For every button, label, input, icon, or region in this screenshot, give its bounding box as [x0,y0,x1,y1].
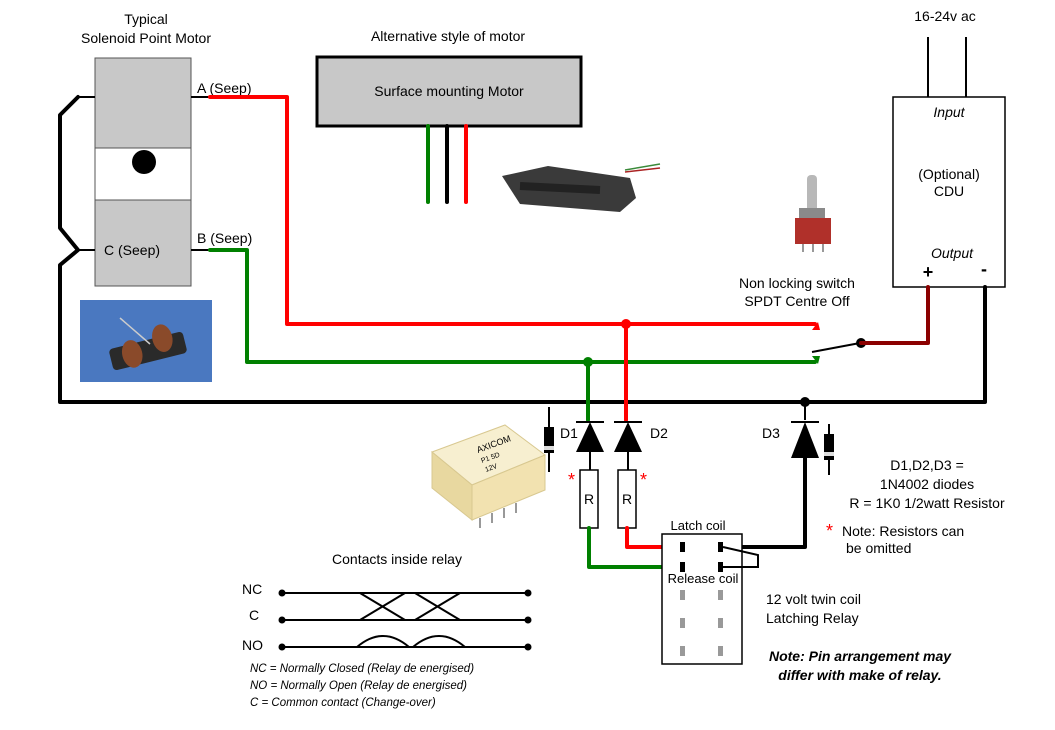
cdu: 16-24v ac Input (Optional) CDU Output + … [892,8,1006,288]
diode-d3: D3 [762,402,834,475]
component-legend: D1,D2,D3 = 1N4002 diodes R = 1K0 1/2watt… [826,457,1005,556]
release-coil-label: Release coil [668,571,739,586]
def-no: NO = Normally Open (Relay de energised) [250,680,467,692]
r2-asterisk: * [640,470,647,490]
r1-label: R [584,491,594,507]
terminal-a-label: A (Seep) [197,80,251,96]
note-line2: be omitted [846,540,911,556]
terminal-c-label: C (Seep) [104,242,160,258]
switch-label-line2: SPDT Centre Off [744,293,849,309]
relay-photo: AXICOM P1 5D 12V [431,424,547,528]
cdu-box [892,96,1006,288]
surface-motor-heading: Alternative style of motor [371,28,525,44]
common-wire [58,95,987,404]
solenoid-coil-top [94,57,192,149]
surface-motor-photo [502,163,661,212]
resistor-r2: R * [617,469,647,529]
def-nc: NC = Normally Closed (Relay de energised… [250,663,474,675]
pin-note-line2: differ with make of relay. [778,667,941,683]
relay-caption-line1: 12 volt twin coil [766,591,861,607]
note-line1: Note: Resistors can [842,523,964,539]
spdt-switch [811,322,866,364]
cdu-name-line2: CDU [934,183,964,199]
relay-photo-text3: 12V [484,463,498,474]
contact-no-label: NO [242,637,263,653]
d2-label: D2 [650,425,668,441]
cdu-minus: - [981,259,987,279]
solenoid-armature [132,150,156,174]
toggle-switch-photo [795,175,831,252]
latching-relay: Latch coil Release coil 12 volt twin coi… [661,518,952,683]
surface-motor-label: Surface mounting Motor [374,83,524,99]
surface-motor: Alternative style of motor Surface mount… [315,28,583,204]
def-c: C = Common contact (Change-over) [250,697,436,709]
terminal-b-label: B (Seep) [197,230,252,246]
cdu-supply-label: 16-24v ac [914,8,975,24]
cdu-output-label: Output [931,245,974,261]
r1-asterisk: * [568,470,575,490]
legend-line2: 1N4002 diodes [880,476,974,492]
contact-c-label: C [249,607,259,623]
cdu-plus: + [923,262,934,282]
solenoid-coil-bottom [94,199,192,287]
legend-line3: R = 1K0 1/2watt Resistor [849,495,1005,511]
r2-label: R [622,491,632,507]
contacts-heading: Contacts inside relay [332,551,462,567]
cdu-positive-wire [859,285,930,345]
solenoid-title-line2: Solenoid Point Motor [81,30,211,46]
resistor-r1: R * [568,469,599,529]
red-wire [208,95,817,326]
surface-motor-box [315,55,583,128]
cdu-input-label: Input [933,104,965,120]
solenoid-point-motor: Typical Solenoid Point Motor A (Seep) B … [78,11,252,287]
switch-label-line1: Non locking switch [739,275,855,291]
d1-label: D1 [560,425,578,441]
relay-contacts: Contacts inside relay NC C NO NC = Norma… [242,551,532,709]
diode-d1: D1 [560,421,604,470]
note-asterisk: * [826,521,833,541]
d3-label: D3 [762,425,780,441]
solenoid-photo [80,300,212,382]
diode-d2: D2 [614,421,668,470]
pin-note-line1: Note: Pin arrangement may [769,648,952,664]
latch-coil-label: Latch coil [671,518,726,533]
contact-nc-label: NC [242,581,262,597]
cdu-name-line1: (Optional) [918,166,979,182]
legend-line1: D1,D2,D3 = [890,457,964,473]
diode-component-icon [544,407,554,472]
green-wire [208,248,817,364]
solenoid-title-line1: Typical [124,11,168,27]
relay-caption-line2: Latching Relay [766,610,859,626]
